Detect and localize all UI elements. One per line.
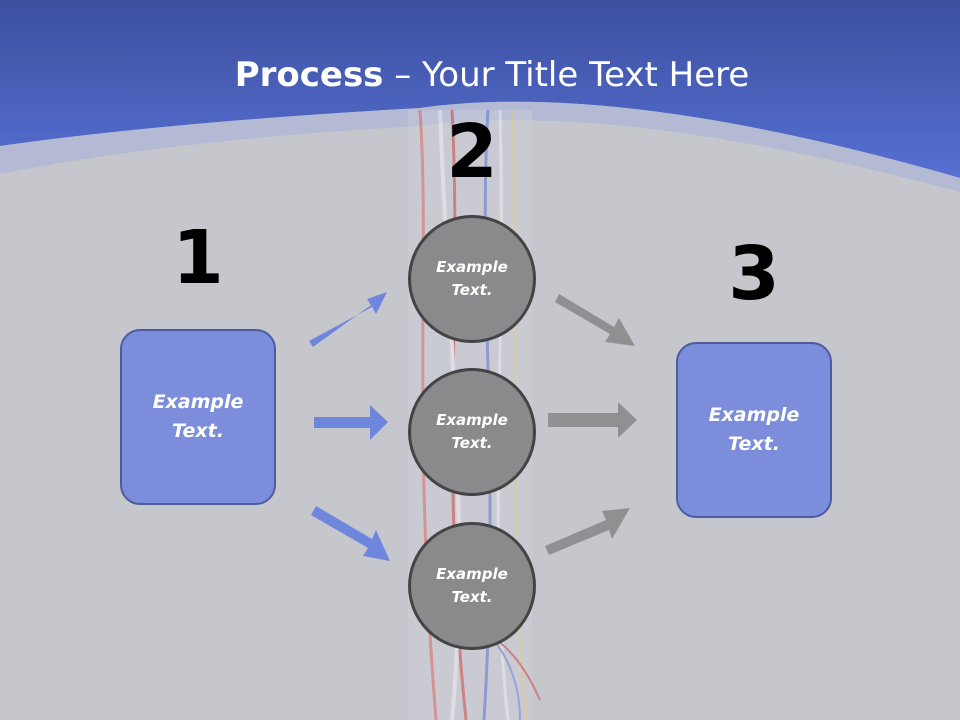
step-3-label: Example Text. [708,404,800,455]
arrow-down-right-gray [555,294,635,346]
step-1-box[interactable]: Example Text. [120,329,276,505]
circle-top-label: Example Text. [436,258,508,299]
arrow-right-gray [548,402,637,438]
slide-title: Process – Your Title Text Here [0,52,960,98]
title-rest: – Your Title Text Here [383,55,750,95]
arrow-up-right-blue [309,292,387,347]
step-1-label: Example Text. [152,391,244,442]
arrow-right-blue [314,405,388,440]
step-number-1: 1 [172,215,224,301]
title-bold: Process [234,55,384,95]
step-2-circle-top[interactable]: Example Text. [408,215,536,343]
circle-middle-label: Example Text. [436,411,508,452]
step-2-circle-bottom[interactable]: Example Text. [408,522,536,650]
step-number-3: 3 [728,231,780,317]
step-number-2: 2 [446,109,498,195]
step-3-box[interactable]: Example Text. [676,342,832,518]
step-2-circle-middle[interactable]: Example Text. [408,368,536,496]
arrow-down-right-blue [311,506,390,561]
arrow-up-right-gray [545,508,630,555]
circle-bottom-label: Example Text. [436,565,508,606]
header-swoosh [0,101,960,192]
header-band [0,0,960,178]
